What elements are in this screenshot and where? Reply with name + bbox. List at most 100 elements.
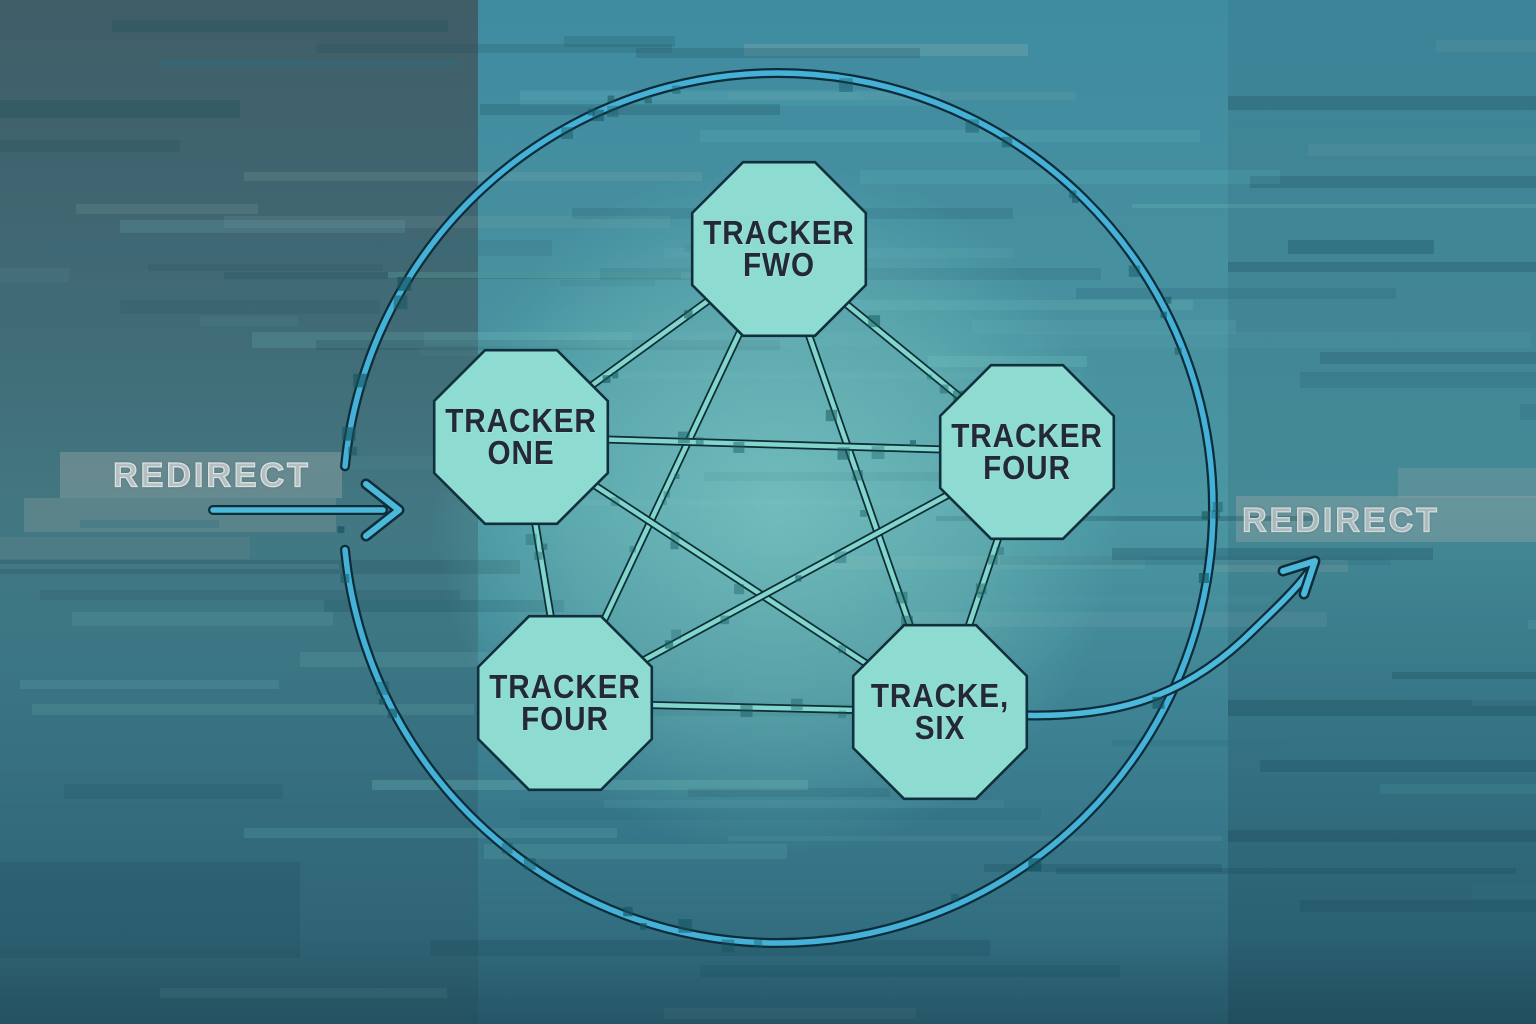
dither-pixel: [684, 310, 693, 319]
dither-pixel: [996, 547, 1004, 555]
dither-pixel: [733, 441, 745, 453]
dither-pixel: [587, 108, 595, 116]
exit-arrow-shaft: [1009, 561, 1317, 719]
dither-pixel: [340, 574, 350, 583]
dither-pixel: [644, 96, 652, 104]
node-octagon-tracker-four-right: [938, 363, 1116, 541]
dither-pixel: [1069, 190, 1077, 198]
dither-pixel: [1160, 311, 1167, 318]
dither-pixel: [1001, 136, 1013, 148]
dither-pixel: [1071, 196, 1079, 203]
dither-pixel: [977, 591, 984, 598]
dither-pixel: [353, 373, 367, 388]
node-octagon-tracker-four-bottom: [476, 614, 654, 792]
dither-pixel: [1028, 858, 1042, 872]
dither-pixel: [670, 541, 679, 550]
dither-pixel: [674, 473, 680, 479]
dither-pixel: [740, 704, 753, 718]
node-octagon-tracker-one: [432, 348, 610, 526]
dither-pixel: [376, 681, 390, 695]
node-label-tracker-four-right: TRACKER FOUR: [951, 417, 1103, 486]
dither-pixel: [672, 85, 681, 94]
dither-pixel: [663, 491, 670, 498]
node-label-line: TRACKER: [951, 417, 1103, 454]
dither-pixel: [825, 409, 838, 422]
dither-pixel: [720, 615, 730, 625]
dither-pixel: [525, 534, 537, 546]
dither-pixel: [965, 119, 979, 133]
dither-pixel: [988, 554, 998, 565]
dither-pixel: [678, 919, 693, 933]
dither-pixel: [734, 584, 745, 595]
dither-pixel: [868, 315, 881, 328]
dither-pixel: [1212, 501, 1223, 512]
dither-pixel: [860, 510, 867, 517]
dither-pixel: [791, 698, 803, 711]
dither-pixel: [837, 447, 850, 460]
dither-pixel: [895, 591, 908, 604]
exit-arrow-head: [1280, 558, 1318, 597]
dither-pixel: [337, 526, 345, 533]
node-label-line: TRACKER: [445, 402, 597, 439]
dither-pixel: [602, 375, 611, 383]
dither-pixel: [754, 940, 763, 949]
dither-pixel: [397, 277, 412, 291]
dither-pixel: [1211, 510, 1220, 519]
dither-pixel: [1198, 573, 1209, 583]
dither-pixel: [534, 551, 543, 560]
dither-pixel: [695, 437, 704, 445]
dither-pixel: [661, 499, 667, 505]
dither-pixel: [561, 127, 573, 139]
dither-pixel: [379, 698, 386, 705]
dither-pixel: [607, 95, 615, 103]
dither-pixel: [1174, 347, 1182, 355]
node-octagon-tracke-six: [851, 623, 1029, 801]
dither-pixel: [540, 543, 548, 550]
dither-pixel: [592, 109, 604, 122]
dither-pixel: [852, 470, 863, 481]
node-label-line: FOUR: [521, 700, 609, 737]
dither-pixel: [629, 546, 636, 553]
node-label-line: ONE: [487, 434, 555, 471]
dither-pixel: [623, 906, 633, 917]
bottom-shade: [0, 934, 1536, 1024]
dither-pixel: [951, 894, 959, 902]
dither-pixel: [901, 615, 913, 628]
dither-pixel: [975, 583, 987, 595]
dither-pixel: [678, 431, 690, 444]
dither-pixel: [664, 640, 674, 649]
outer-cycle: [342, 70, 1216, 946]
dither-pixel: [721, 939, 735, 953]
dither-pixel: [834, 551, 847, 564]
node-label-tracker-fwo: TRACKER FWO: [703, 214, 855, 283]
dither-pixel: [387, 708, 397, 718]
dither-pixel: [838, 645, 847, 653]
dither-pixel: [871, 446, 885, 459]
dither-pixel: [1128, 265, 1141, 277]
node-label-line: TRACKER: [489, 668, 641, 705]
redirect-in-label: REDIRECT: [112, 456, 311, 495]
node-label-line: FOUR: [983, 449, 1071, 486]
dither-pixel: [795, 575, 802, 582]
dither-pixel: [838, 710, 846, 719]
dither-pixel: [939, 384, 949, 394]
dither-pixel: [926, 374, 932, 380]
dither-pixel: [670, 532, 680, 541]
dither-pixel: [524, 858, 536, 870]
dither-pixel: [612, 372, 619, 379]
redirect-out-label: REDIRECT: [1241, 501, 1440, 540]
node-octagon-tracker-fwo: [690, 160, 868, 338]
node-label-tracke-six: TRACKE, SIX: [871, 679, 1009, 744]
node-label-line: FWO: [743, 246, 815, 283]
entry-arrow-head: [363, 481, 402, 539]
dither-pixel: [501, 842, 513, 854]
dither-pixel: [640, 923, 647, 930]
dither-pixel: [348, 446, 357, 456]
dither-pixel: [610, 497, 620, 506]
node-label-tracker-four-bottom: TRACKER FOUR: [489, 668, 641, 737]
dither-pixel: [1152, 696, 1165, 709]
node-label-line: TRACKER: [703, 214, 855, 251]
dither-pixel: [671, 629, 681, 640]
